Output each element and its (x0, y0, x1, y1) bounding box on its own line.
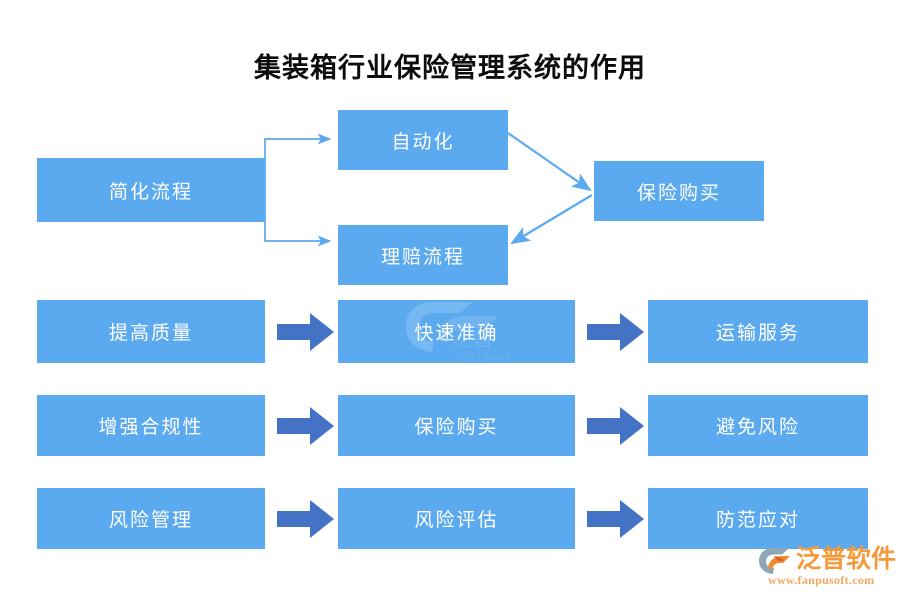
node-label: 保险购买 (414, 417, 499, 438)
connector-auto-to-buy (507, 132, 592, 192)
brand-logo: 泛普软件 www.fanpusoft.com (756, 546, 897, 592)
fanpu-logo-icon (759, 548, 790, 574)
arrow-row1-step2-to-step3 (587, 313, 644, 351)
node-label: 防范应对 (715, 510, 800, 531)
node-row1-step1[interactable]: 提高质量 (37, 300, 265, 363)
node-row2-step1[interactable]: 增强合规性 (37, 395, 265, 456)
node-row3-step1[interactable]: 风险管理 (37, 488, 265, 549)
node-label: 简化流程 (108, 181, 193, 203)
node-label: 风险管理 (108, 510, 193, 531)
node-automation[interactable]: 自动化 (338, 110, 508, 170)
connector-simplify-to-auto (264, 133, 332, 190)
node-label: 运输服务 (715, 323, 800, 344)
node-label: 理赔流程 (380, 246, 465, 268)
page-title: 集装箱行业保险管理系统的作用 (254, 53, 646, 83)
brand-url: www.fanpusoft.com (768, 573, 875, 587)
node-label: 避免风险 (715, 417, 800, 438)
connector-simplify-to-claim (264, 190, 332, 247)
node-label: 自动化 (391, 131, 455, 153)
node-row3-step2[interactable]: 风险评估 (338, 488, 575, 549)
node-claim-process[interactable]: 理赔流程 (338, 225, 508, 285)
arrow-row3-step2-to-step3 (587, 500, 644, 538)
node-row2-step2[interactable]: 保险购买 (338, 395, 575, 456)
node-row1-step2[interactable]: 快速准确 (338, 300, 575, 363)
node-row2-step3[interactable]: 避免风险 (648, 395, 868, 456)
arrow-row2-step1-to-step2 (277, 407, 334, 445)
node-row3-step3[interactable]: 防范应对 (648, 488, 868, 549)
arrow-row2-step2-to-step3 (587, 407, 644, 445)
node-simplify[interactable]: 简化流程 (37, 158, 265, 222)
node-label: 增强合规性 (98, 417, 204, 438)
node-label: 保险购买 (636, 182, 721, 204)
node-label: 提高质量 (108, 323, 193, 344)
node-label: 快速准确 (414, 323, 499, 344)
arrow-row3-step1-to-step2 (277, 500, 334, 538)
arrow-row1-step1-to-step2 (277, 313, 334, 351)
node-label: 风险评估 (414, 510, 499, 531)
connector-buy-to-claim (510, 194, 593, 245)
brand-name: 泛普软件 (796, 546, 897, 573)
node-insurance-purchase[interactable]: 保险购买 (594, 161, 764, 221)
node-row1-step3[interactable]: 运输服务 (648, 300, 868, 363)
